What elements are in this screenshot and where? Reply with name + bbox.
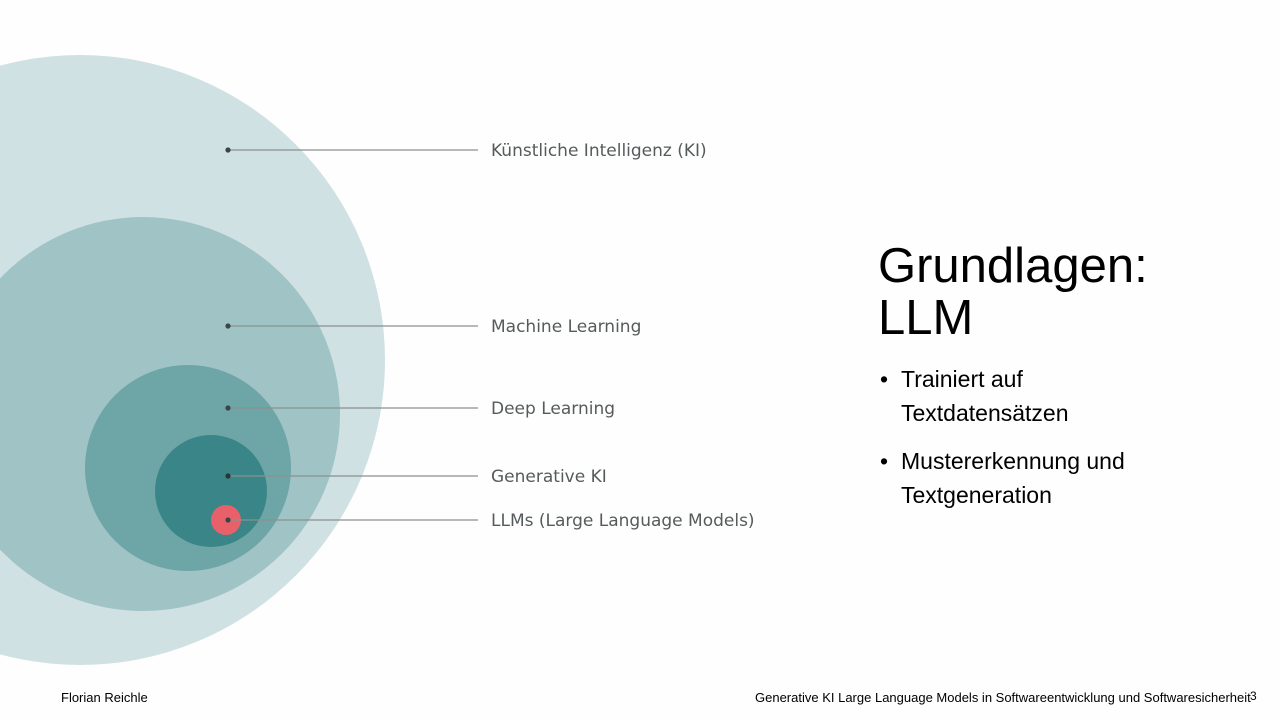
circle-generative-ki [155, 435, 267, 547]
bullet-text-line-1: Trainiert auf [901, 366, 1023, 392]
footer-title: Generative KI Large Language Models in S… [755, 690, 1251, 705]
bullet-text-line-2: Textgeneration [901, 482, 1052, 508]
bullet-text-line-2: Textdatensätzen [901, 400, 1069, 426]
footer-author: Florian Reichle [61, 690, 148, 705]
leader-machine-learning [225, 323, 478, 329]
label-llm: LLMs (Large Language Models) [491, 511, 755, 531]
bullet-item: • Trainiert auf Textdatensätzen [878, 362, 1218, 430]
bullet-marker: • [880, 448, 889, 474]
bullet-item: • Mustererkennung und Textgeneration [878, 444, 1218, 512]
bullet-list: • Trainiert auf Textdatensätzen • Muster… [878, 362, 1218, 526]
label-machine-learning: Machine Learning [491, 317, 641, 337]
leader-ki [225, 147, 478, 153]
slide-title-line-2: LLM [878, 291, 974, 345]
label-generative-ki: Generative KI [491, 467, 607, 487]
label-deep-learning: Deep Learning [491, 399, 615, 419]
bullet-text-line-1: Mustererkennung und [901, 448, 1125, 474]
leader-deep-learning [225, 405, 478, 411]
slide-title-line-1: Grundlagen: [878, 239, 1148, 293]
leader-generative-ki [225, 473, 478, 479]
leader-llm [225, 517, 478, 523]
slide-title: Grundlagen: LLM [878, 240, 1218, 344]
bullet-marker: • [880, 366, 889, 392]
page-number: 3 [1250, 689, 1257, 703]
label-ki: Künstliche Intelligenz (KI) [491, 141, 707, 161]
